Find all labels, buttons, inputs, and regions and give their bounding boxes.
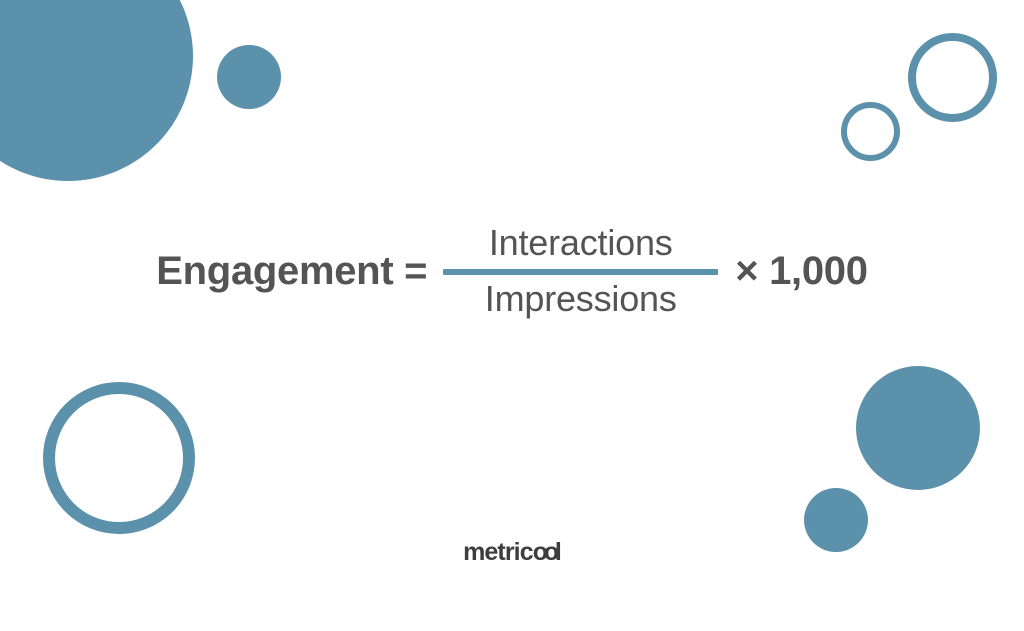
formula-denominator-label: Impressions	[484, 278, 677, 320]
formula-left-side-label: Engagement =	[156, 249, 428, 294]
logo-text-double-o: oo	[532, 538, 559, 566]
top-right-large-ring-decoration	[908, 33, 997, 122]
logo-text-end: l	[554, 538, 562, 566]
formula-multiplier-label: × 1,000	[735, 249, 868, 294]
metricool-logo: metricool	[0, 540, 1024, 565]
formula-numerator-label: Interactions	[488, 222, 673, 263]
bottom-right-small-filled-circle-decoration	[804, 488, 868, 552]
formula-fraction-bar	[443, 269, 719, 276]
logo-text-start: metric	[463, 538, 534, 566]
top-right-small-ring-decoration	[841, 102, 900, 161]
bottom-left-large-ring-decoration	[43, 382, 195, 534]
top-left-small-filled-circle-decoration	[217, 45, 281, 109]
formula-fraction: Interactions Impressions	[443, 222, 719, 321]
bottom-right-large-filled-circle-decoration	[856, 366, 980, 490]
top-left-large-filled-circle-decoration	[0, 0, 193, 181]
engagement-formula: Engagement = Interactions Impressions × …	[0, 222, 1024, 321]
